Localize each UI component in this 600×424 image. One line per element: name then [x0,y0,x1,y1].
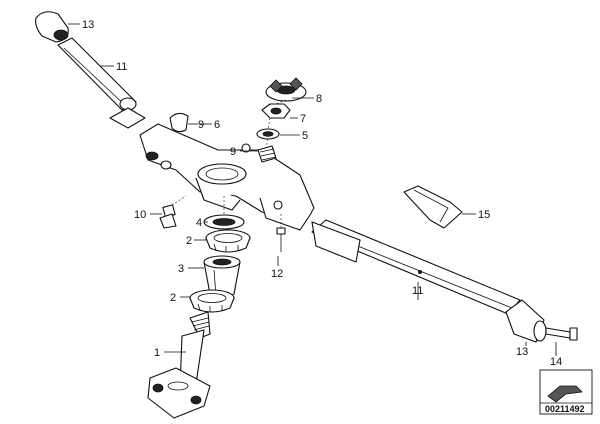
callout-labels: 13 11 9 6 8 7 5 9 10 4 2 3 2 1 12 11 15 … [82,19,562,368]
spacer-sleeve [203,255,241,299]
callout-10: 10 [134,209,146,221]
callout-6-bridge: 6 [214,119,220,131]
upper-taper-bearing [205,229,251,253]
washer [256,128,280,140]
callout-8: 8 [316,93,322,105]
rubber-plug [169,112,189,133]
callout-11-left: 11 [116,61,127,73]
leader-lines [68,23,557,356]
steering-stem [147,311,211,419]
dust-seal-ring [203,214,245,230]
spring-clamp [257,145,277,163]
bar-end-screw [545,327,578,341]
callout-3: 3 [178,263,184,275]
hex-nut [261,103,291,119]
callout-12: 12 [271,268,283,280]
callout-2-top: 2 [186,235,192,247]
callout-7: 7 [300,113,306,125]
fillister-screw [276,227,286,252]
callout-5: 5 [302,130,308,142]
assembly-lines [171,99,287,228]
callout-13-top: 13 [82,19,94,31]
upper-fork-bridge [139,123,315,231]
callout-15: 15 [478,209,490,221]
reference-number: 00211492 [545,404,585,414]
right-handlebar-tube [311,219,521,315]
left-handlebar-tube [57,37,146,129]
callout-2-bottom: 2 [170,292,176,304]
callout-14: 14 [550,356,562,368]
callout-9-right: 9 [230,146,236,158]
right-bar-end-weight [505,299,547,343]
left-bar-end-weight [35,11,69,43]
top-cover-plate [265,77,307,102]
reference-box: 00211492 [539,369,593,415]
callout-13-right: 13 [516,346,528,358]
clamp-bolt [159,204,177,229]
callout-11-right: 11 [412,285,423,297]
callout-4: 4 [196,217,202,229]
protective-cover [403,185,463,229]
callout-9-left: 9 [198,119,204,131]
callout-1: 1 [154,347,160,359]
lower-taper-bearing [189,289,235,313]
